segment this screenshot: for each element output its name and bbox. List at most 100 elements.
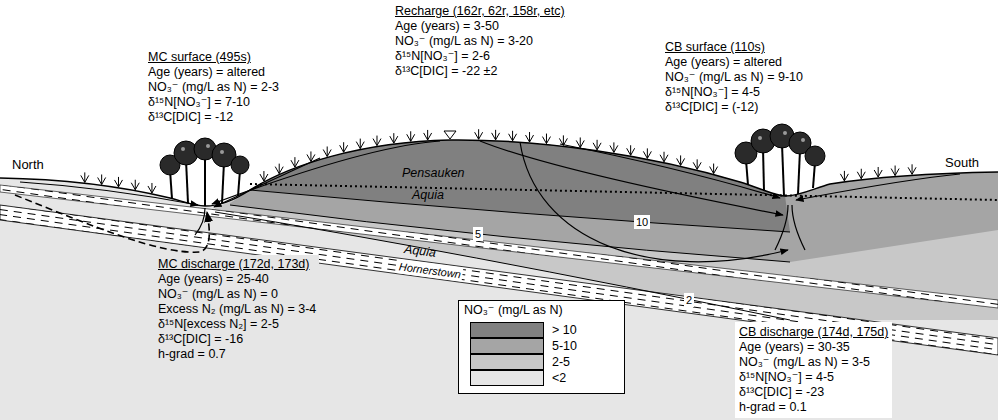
callout-block: MC surface (495s)Age (years) = alteredNO… — [148, 50, 279, 125]
grass-tuft — [291, 157, 299, 167]
flow-line — [520, 142, 788, 262]
grass-tuft — [424, 130, 432, 140]
callout-line: δ¹³C[DIC] = -23 — [739, 385, 888, 400]
grass-tuft — [148, 183, 156, 193]
grass-tuft — [542, 134, 550, 144]
callout-heading: MC discharge (172d, 173d) — [158, 257, 316, 272]
callout-line: δ¹³C[DIC] = -22 ±2 — [395, 64, 565, 79]
discharge-line — [792, 205, 805, 250]
callout-heading: MC surface (495s) — [148, 50, 279, 65]
flow-line — [796, 174, 960, 200]
hatched-layer — [0, 185, 998, 308]
discharge-line — [775, 205, 788, 250]
callout-line: δ¹⁵N[NO₃⁻] = 4-5 — [739, 370, 888, 385]
callout-line: δ¹³C[DIC] = -16 — [158, 332, 316, 347]
grass-tuft — [114, 177, 122, 187]
formation-boundary — [250, 184, 998, 200]
grass-tuft — [323, 146, 331, 156]
grass-tuft — [131, 180, 139, 190]
callout-line: NO₃⁻ (mg/L as N) = 3-5 — [739, 355, 888, 370]
callout-heading: CB surface (110s) — [665, 40, 803, 55]
grass-tuft — [509, 131, 517, 141]
water-table-symbol — [444, 131, 456, 139]
grass-tuft — [891, 166, 899, 176]
grass-tuft — [840, 171, 848, 181]
grass-tuft — [627, 145, 635, 155]
grass-tuft — [356, 139, 364, 149]
grass-tuft — [908, 164, 916, 174]
grass-tuft — [81, 172, 89, 182]
flow-line-dashed — [15, 195, 209, 252]
callout-line: Age (years) = 25-40 — [158, 272, 316, 287]
legend-text: 5-10 — [552, 339, 577, 353]
grass-tuft — [660, 152, 668, 162]
callout-line: NO₃⁻ (mg/L as N) = 2-3 — [148, 80, 279, 95]
formation-label: Aquia — [412, 188, 444, 202]
grass-tuft — [492, 130, 500, 140]
callout-block: CB discharge (174d, 175d)Age (years) = 3… — [735, 322, 892, 418]
grass-tuft — [610, 142, 618, 152]
legend-swatch — [470, 338, 544, 354]
grass-tuft — [526, 132, 534, 142]
contour-value: 5 — [473, 227, 483, 241]
callout-line: δ¹⁵N[NO₃⁻] = 7-10 — [148, 95, 279, 110]
callout-line: Age (years) = 3-50 — [395, 19, 565, 34]
grass-tuft — [307, 151, 315, 161]
direction-label: South — [945, 156, 979, 170]
grass-tuft — [373, 136, 381, 146]
callout-line: Age (years) = altered — [665, 55, 803, 70]
legend-text: > 10 — [552, 323, 577, 337]
grass-tuft — [857, 169, 865, 179]
land-surface — [0, 140, 998, 206]
grass-tuft — [874, 167, 882, 177]
direction-label: North — [12, 158, 44, 172]
grass-tuft — [475, 129, 483, 139]
callout-line: δ¹⁵N[NO₃⁻] = 4-5 — [665, 85, 803, 100]
callout-heading: CB discharge (174d, 175d) — [739, 325, 888, 340]
callout-line: δ¹⁵N[excess N₂] = 2-5 — [158, 317, 316, 332]
callout-block: CB surface (110s)Age (years) = alteredNO… — [665, 40, 803, 115]
callout-block: Recharge (162r, 62r, 158r, etc)Age (year… — [395, 4, 565, 79]
grass-tuft — [390, 133, 398, 143]
callout-line: h-grad = 0.7 — [158, 347, 316, 362]
contour-line — [250, 190, 790, 232]
grass-tuft — [98, 174, 106, 184]
grass-tuft — [407, 131, 415, 141]
legend-text: 2-5 — [552, 355, 570, 369]
discharge-line — [195, 208, 205, 235]
callout-line: δ¹⁵N[NO₃⁻] = 2-6 — [395, 49, 565, 64]
tree-crowns — [160, 124, 825, 175]
grass-tuft — [576, 137, 584, 147]
contour-value: 2 — [684, 293, 694, 307]
contour-line — [230, 205, 790, 262]
grass-tufts — [81, 129, 916, 193]
callout-line: NO₃⁻ (mg/L as N) = 3-20 — [395, 34, 565, 49]
callout-line: δ¹³C[DIC] = -12 — [148, 110, 279, 125]
grass-tuft — [677, 155, 685, 165]
legend-swatch — [470, 370, 544, 386]
grass-tuft — [593, 140, 601, 150]
ground-fill — [0, 140, 998, 420]
legend-title: NO₃⁻ (mg/L as N) — [464, 303, 563, 317]
callout-block: MC discharge (172d, 173d)Age (years) = 2… — [155, 255, 319, 364]
callout-line: NO₃⁻ (mg/L as N) = 9-10 — [665, 70, 803, 85]
grass-tuft — [275, 164, 283, 174]
grass-tuft — [340, 142, 348, 152]
grass-tuft — [710, 164, 718, 174]
callout-line: Age (years) = altered — [148, 65, 279, 80]
formation-label: Hornerstown — [396, 259, 464, 282]
flow-line — [480, 141, 783, 215]
callout-line: Age (years) = 30-35 — [739, 340, 888, 355]
callout-line: NO₃⁻ (mg/L as N) = 0 — [158, 287, 316, 302]
callout-heading: Recharge (162r, 62r, 158r, etc) — [395, 4, 565, 19]
grass-tuft — [559, 135, 567, 145]
legend-swatch — [470, 354, 544, 370]
grass-tuft — [260, 171, 268, 181]
contour-value: 10 — [634, 215, 650, 229]
grass-tuft — [643, 148, 651, 158]
formation-label: Pensauken — [402, 166, 465, 180]
flow-lines — [15, 141, 960, 262]
formation-label: Aquia — [403, 242, 436, 260]
callout-line: δ¹³C[DIC] = (-12) — [665, 100, 803, 115]
callout-line: h-grad = 0.1 — [739, 400, 888, 415]
